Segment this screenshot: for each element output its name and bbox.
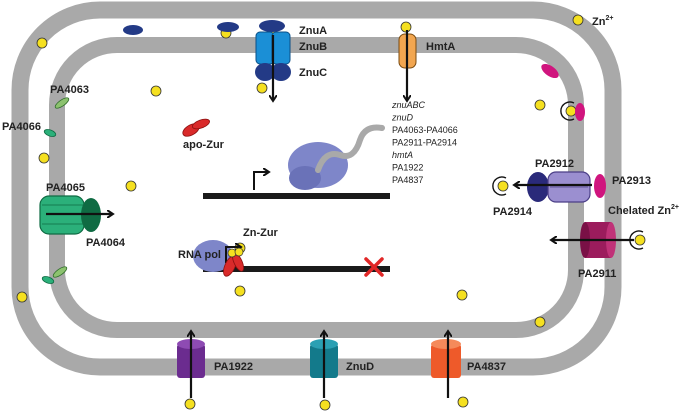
znua-free-protein xyxy=(123,25,143,35)
pa1922-label: PA1922 xyxy=(214,361,253,373)
znuabc-transporter xyxy=(255,20,291,100)
pa2912-transporter xyxy=(515,171,606,203)
repression-x-icon xyxy=(364,257,384,277)
hmta-transporter xyxy=(398,30,417,100)
znub-label: ZnuB xyxy=(299,41,327,53)
rna-pol-label: RNA pol xyxy=(178,249,221,261)
regulon-gene: PA1922 xyxy=(392,163,423,173)
regulon-gene: PA4837 xyxy=(392,175,423,185)
active-transcription xyxy=(203,124,390,199)
pa2912-label: PA2912 xyxy=(535,158,574,170)
zn-label: Zn2+ xyxy=(592,15,613,28)
pa4064-label: PA4064 xyxy=(86,237,126,249)
chelated-zn-label: Chelated Zn2+ xyxy=(608,204,679,217)
regulon-gene: PA4063-PA4066 xyxy=(392,125,458,135)
pa4063-protein-lower xyxy=(52,266,68,278)
pa2914-label: PA2914 xyxy=(493,206,533,218)
pa4066-label: PA4066 xyxy=(2,121,41,133)
pa2911-receptor xyxy=(552,222,634,258)
pa4065-label: PA4065 xyxy=(46,182,85,194)
hmta-label: HmtA xyxy=(426,41,455,53)
znud-label: ZnuD xyxy=(346,361,374,373)
regulon-gene: znuABC xyxy=(391,100,426,110)
pa2913-label: PA2913 xyxy=(612,175,651,187)
zn-zur-label: Zn-Zur xyxy=(243,227,279,239)
repressed-transcription xyxy=(193,240,390,277)
znuc-label: ZnuC xyxy=(299,67,327,79)
regulon-gene: znuD xyxy=(391,113,414,123)
pa4063-protein xyxy=(54,97,70,109)
apo-zur-protein xyxy=(182,118,210,137)
magenta-protein xyxy=(541,63,559,79)
pa4066-protein-lower xyxy=(41,276,55,284)
pa1922-receptor xyxy=(177,332,205,398)
pa2911-label: PA2911 xyxy=(578,268,616,280)
pa4837-receptor xyxy=(431,332,461,398)
znua-label: ZnuA xyxy=(299,25,327,37)
pa4063-label: PA4063 xyxy=(50,84,89,96)
regulon-gene: hmtA xyxy=(392,150,413,160)
regulon-gene: PA2911-PA2914 xyxy=(392,138,457,148)
pa4065-pa4064-transporter xyxy=(39,195,112,235)
znua-bound-protein xyxy=(217,22,239,32)
pa4066-protein xyxy=(43,129,57,137)
znud-receptor xyxy=(310,332,338,398)
outer-membrane xyxy=(11,1,622,376)
apo-zur-label: apo-Zur xyxy=(183,139,225,151)
pa4837-label: PA4837 xyxy=(467,361,506,373)
magenta-protein-2 xyxy=(575,103,585,121)
